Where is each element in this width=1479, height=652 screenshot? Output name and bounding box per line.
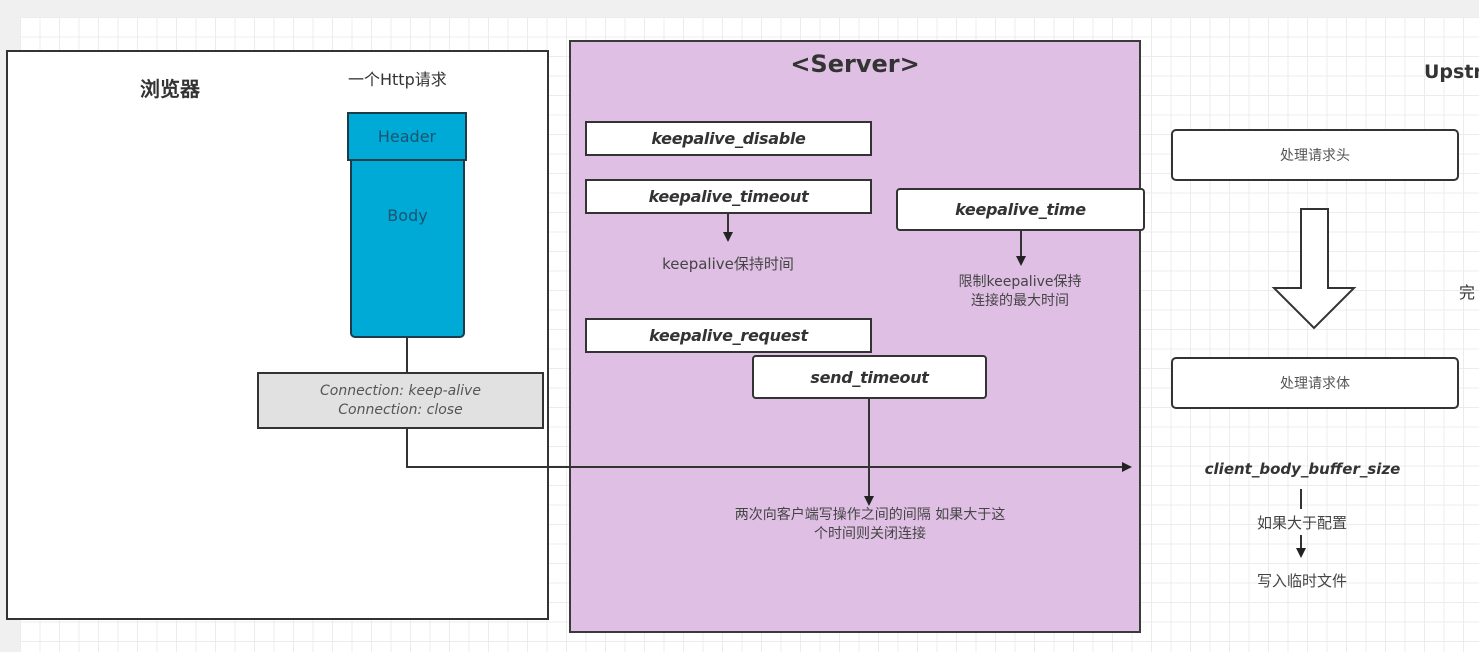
if-larger-note: 如果大于配置 [1256,514,1347,532]
write-temp-file-note: 写入临时文件 [1256,572,1347,590]
param-keepalive-disable[interactable]: keepalive_disable [585,121,872,156]
connection-close: Connection: close [338,402,463,418]
http-request-label: 一个Http请求 [348,70,447,89]
process-body-box[interactable]: 处理请求体 [1171,357,1459,409]
param-label: send_timeout [810,367,929,387]
process-label: 处理请求体 [1280,376,1350,392]
request-body-block[interactable]: Body [350,158,465,338]
connection-keep-alive: Connection: keep-alive [320,383,481,399]
server-title: <Server> [790,50,920,78]
param-keepalive-timeout[interactable]: keepalive_timeout [585,179,872,214]
body-label: Body [387,206,428,225]
browser-container[interactable] [6,50,549,620]
param-label: keepalive_request [649,326,808,345]
param-send-timeout[interactable]: send_timeout [752,355,987,399]
param-keepalive-time[interactable]: keepalive_time [896,188,1145,231]
note-line: 两次向客户端写操作之间的间隔 如果大于这 [734,507,1006,523]
param-label: keepalive_time [955,200,1086,219]
client-body-buffer-size-param: client_body_buffer_size [1204,460,1401,478]
keepalive-timeout-note: keepalive保持时间 [662,255,794,273]
param-label: keepalive_timeout [648,187,809,206]
browser-title: 浏览器 [140,77,200,101]
process-header-box[interactable]: 处理请求头 [1171,129,1459,181]
note-line: 限制keepalive保持 [958,274,1082,290]
request-header-block[interactable]: Header [347,112,467,161]
upstream-side-text: 完 [1459,283,1476,302]
process-label: 处理请求头 [1280,148,1350,164]
header-label: Header [377,127,437,146]
param-label: keepalive_disable [651,129,806,148]
note-line: 个时间则关闭连接 [814,526,926,542]
send-timeout-note: 两次向客户端写操作之间的间隔 如果大于这 个时间则关闭连接 [690,506,1050,544]
keepalive-time-note: 限制keepalive保持 连接的最大时间 [920,273,1120,311]
param-keepalive-request[interactable]: keepalive_request [585,318,872,353]
upstream-title: Upstr [1424,61,1479,83]
connection-header-box[interactable]: Connection: keep-alive Connection: close [257,372,544,429]
note-line: 连接的最大时间 [971,293,1069,309]
